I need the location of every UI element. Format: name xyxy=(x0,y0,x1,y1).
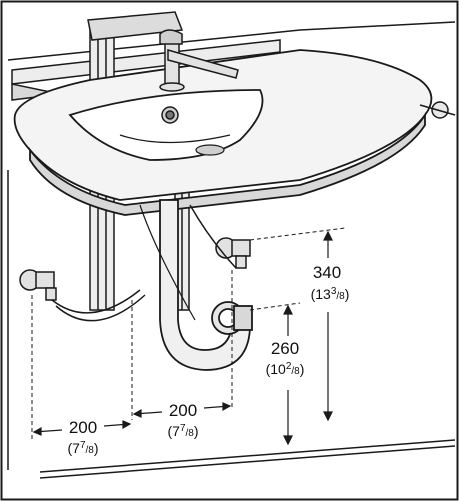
left-supply-valve xyxy=(19,269,146,322)
floor-line xyxy=(39,439,456,479)
supply-height-mm: 340 xyxy=(313,263,341,282)
right-spacing-inch: (77/8) xyxy=(167,423,198,439)
p-trap xyxy=(139,199,251,371)
right-supply-valve xyxy=(189,204,251,269)
dimension-left-spacing: 200 (77/8) xyxy=(67,418,98,456)
top-plate xyxy=(87,11,184,41)
extension-lines xyxy=(31,227,346,440)
wall xyxy=(7,21,456,470)
basin-drain xyxy=(161,106,179,124)
basin xyxy=(13,49,433,216)
dimension-right-spacing: 200 (77/8) xyxy=(167,401,198,439)
left-spacing-mm: 200 xyxy=(69,418,97,437)
drain-height-mm: 260 xyxy=(271,339,299,358)
dimension-lines xyxy=(32,230,333,446)
drain-height-inch: (102/8) xyxy=(266,361,305,377)
trap-outlet xyxy=(211,301,253,335)
supply-height-inch: (133/8) xyxy=(311,286,350,302)
right-wall-fitting xyxy=(419,101,456,119)
right-spacing-mm: 200 xyxy=(169,401,197,420)
faucet xyxy=(159,29,239,92)
left-spacing-inch: (77/8) xyxy=(67,440,98,456)
dimension-drain-height: 260 (102/8) xyxy=(266,339,305,377)
overflow-slot xyxy=(195,144,225,156)
dimension-supply-height: 340 (133/8) xyxy=(311,263,350,302)
